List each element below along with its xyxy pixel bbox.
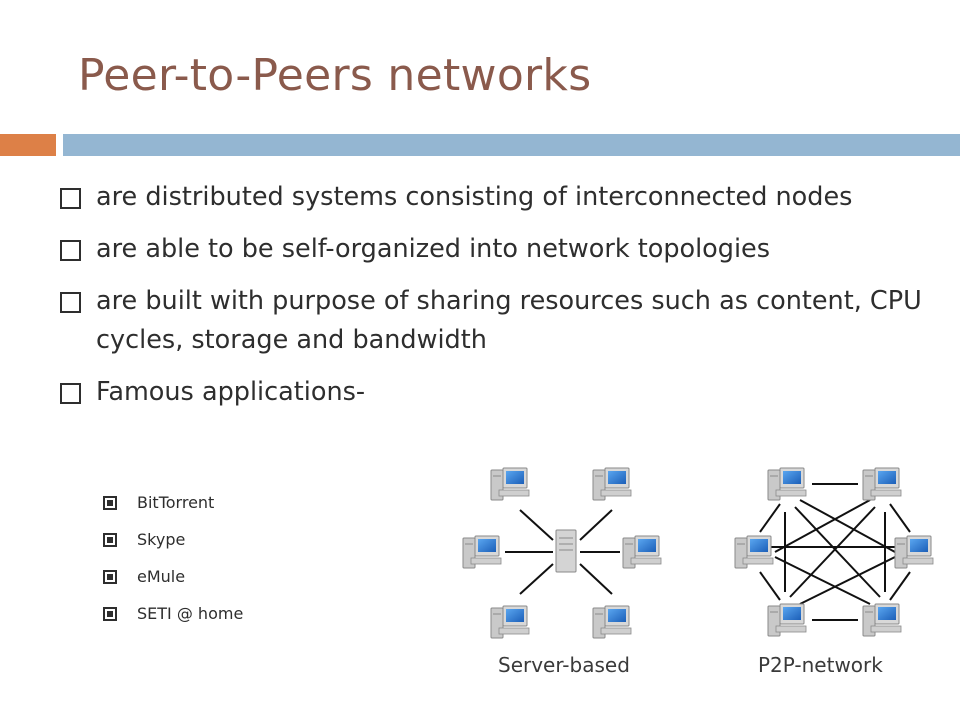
network-diagram: Server-based P2P-network <box>462 467 934 677</box>
computer-icon <box>894 535 934 569</box>
sub-bullet-item: SETI @ home <box>103 603 243 640</box>
server-icon <box>555 529 577 573</box>
sub-bullet-text: BitTorrent <box>137 493 215 512</box>
slide-title: Peer-to-Peers networks <box>78 50 592 101</box>
bullet-text: are distributed systems consisting of in… <box>96 182 853 212</box>
sub-bullet-square-icon <box>103 496 117 510</box>
bullet-text: Famous applications- <box>96 377 366 407</box>
title-rule-orange <box>0 134 56 156</box>
sub-bullet-item: eMule <box>103 566 243 603</box>
bullet-text: are able to be self-organized into netwo… <box>96 234 771 264</box>
p2p-network-label: P2P-network <box>758 653 883 677</box>
sub-bullet-square-icon <box>103 533 117 547</box>
computer-icon <box>734 535 774 569</box>
bullet-list: are distributed systems consisting of in… <box>60 178 940 425</box>
bullet-box-icon <box>60 383 81 404</box>
server-links <box>505 509 620 595</box>
sub-bullet-list: BitTorrent Skype eMule SETI @ home <box>103 492 243 640</box>
sub-bullet-item: Skype <box>103 529 243 566</box>
bullet-text: are built with purpose of sharing resour… <box>96 286 922 355</box>
server-based-label: Server-based <box>498 653 630 677</box>
sub-bullet-square-icon <box>103 607 117 621</box>
p2p-links <box>759 483 911 621</box>
sub-bullet-item: BitTorrent <box>103 492 243 529</box>
bullet-item: are distributed systems consisting of in… <box>60 178 940 217</box>
computer-icon <box>622 535 662 569</box>
bullet-item: are able to be self-organized into netwo… <box>60 230 940 269</box>
computer-icon <box>767 603 807 637</box>
sub-bullet-text: SETI @ home <box>137 604 244 623</box>
title-rule-blue <box>63 134 960 156</box>
computer-icon <box>490 605 530 639</box>
bullet-box-icon <box>60 240 81 261</box>
computer-icon <box>490 467 530 501</box>
bullet-item: are built with purpose of sharing resour… <box>60 282 940 360</box>
computer-icon <box>767 467 807 501</box>
bullet-box-icon <box>60 188 81 209</box>
bullet-box-icon <box>60 292 81 313</box>
computer-icon <box>862 603 902 637</box>
computer-icon <box>462 535 502 569</box>
bullet-item: Famous applications- <box>60 373 940 412</box>
sub-bullet-text: eMule <box>137 567 186 586</box>
computer-icon <box>592 605 632 639</box>
sub-bullet-square-icon <box>103 570 117 584</box>
computer-icon <box>862 467 902 501</box>
computer-icon <box>592 467 632 501</box>
sub-bullet-text: Skype <box>137 530 186 549</box>
